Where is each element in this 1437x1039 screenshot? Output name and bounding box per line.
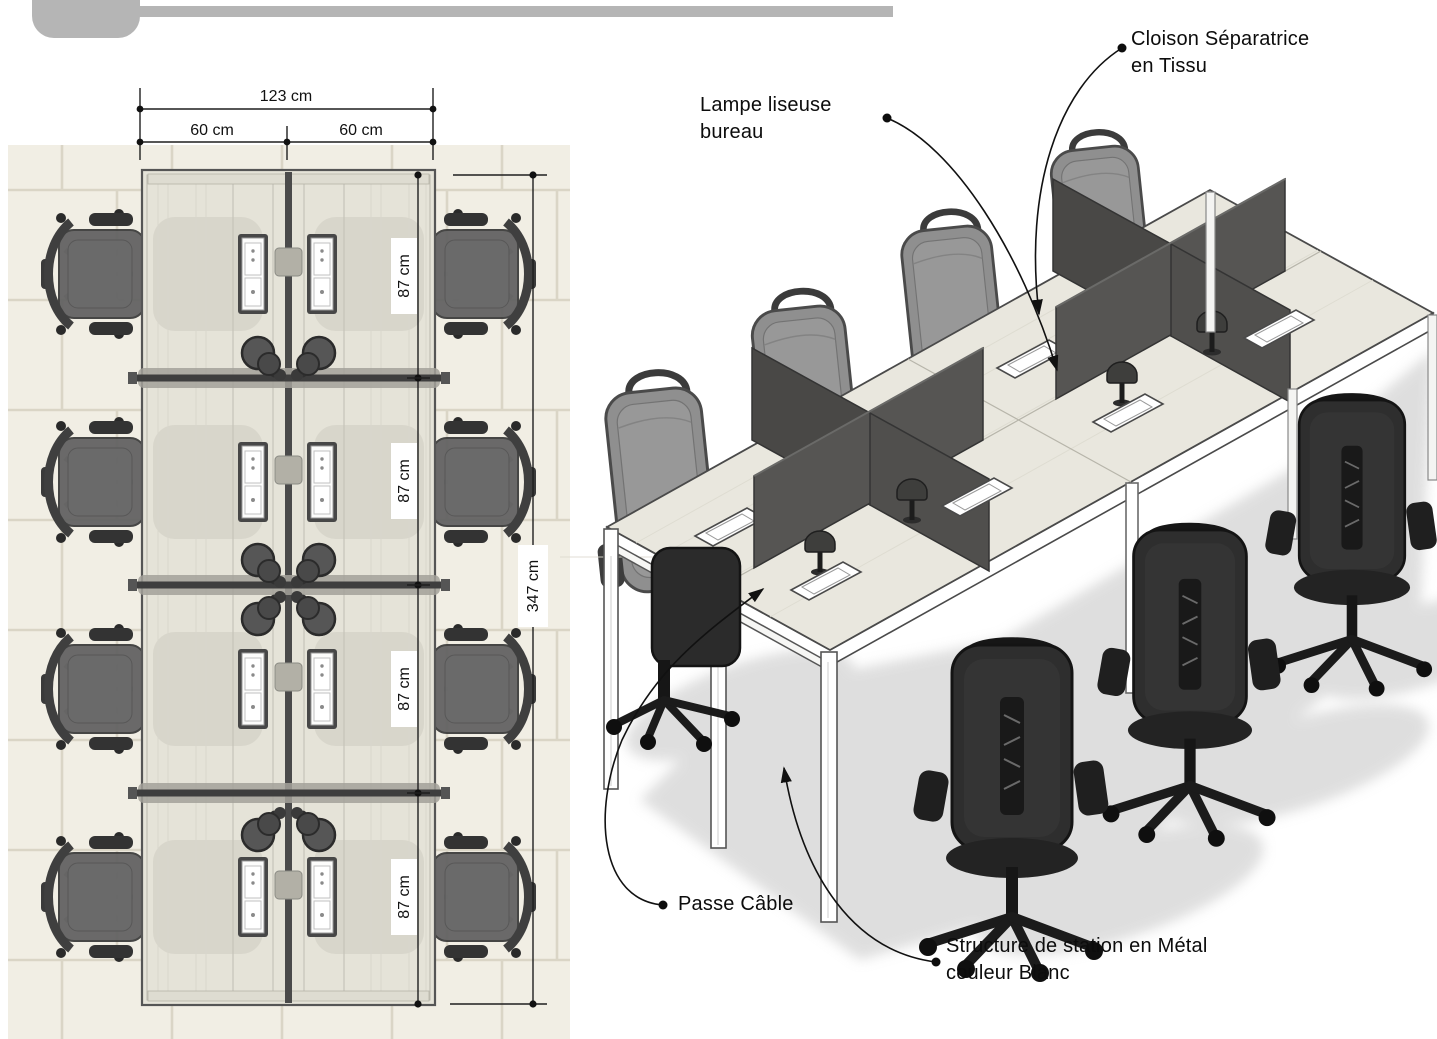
- label-structure-line1: Structure de station en Métal: [946, 935, 1208, 957]
- annotation-leaders: [604, 43, 1127, 967]
- dim-row-2: 87 cm: [396, 459, 413, 503]
- plan-partition-row: [128, 368, 450, 388]
- dim-total-length: 347 cm: [525, 560, 542, 612]
- label-cloison-separatrice: Cloison Séparatrice en Tissu: [1131, 26, 1309, 80]
- label-structure-metal: Structure de station en Métal couleur Bl…: [946, 933, 1208, 987]
- label-cloison-line2: en Tissu: [1131, 55, 1208, 77]
- plan-dimensions: 123 cm 60 cm 60 cm 87 cm 87 cm 87 cm 87 …: [136, 88, 548, 1008]
- header-rule-bar: [138, 6, 893, 17]
- dim-total-width: 123 cm: [260, 88, 312, 105]
- label-passe-cable: Passe Câble: [678, 893, 794, 915]
- plan-partition-row: [128, 575, 450, 595]
- dim-row-3: 87 cm: [396, 667, 413, 711]
- iso-view-svg: [560, 43, 1437, 1039]
- fabric-partition-cross-1: [751, 346, 990, 573]
- header-tab-shape: [32, 0, 140, 38]
- dim-row-1: 87 cm: [396, 254, 413, 298]
- label-lampe-line1: Lampe liseuse: [700, 94, 832, 116]
- dim-right-width: 60 cm: [339, 122, 383, 139]
- chair-near-1: [606, 546, 742, 752]
- dim-left-width: 60 cm: [190, 122, 234, 139]
- label-lampe-liseuse: Lampe liseuse bureau: [700, 92, 832, 146]
- dim-row-4: 87 cm: [396, 875, 413, 919]
- fabric-partition-cross-2: [1052, 177, 1291, 404]
- plan-desk: [128, 168, 450, 1007]
- plan-view-svg: 123 cm 60 cm 60 cm 87 cm 87 cm 87 cm 87 …: [8, 88, 570, 1039]
- label-structure-line2: couleur Blanc: [946, 962, 1070, 984]
- label-cloison-line1: Cloison Séparatrice: [1131, 28, 1310, 50]
- plan-partition-row: [128, 783, 450, 803]
- label-lampe-line2: bureau: [700, 121, 764, 143]
